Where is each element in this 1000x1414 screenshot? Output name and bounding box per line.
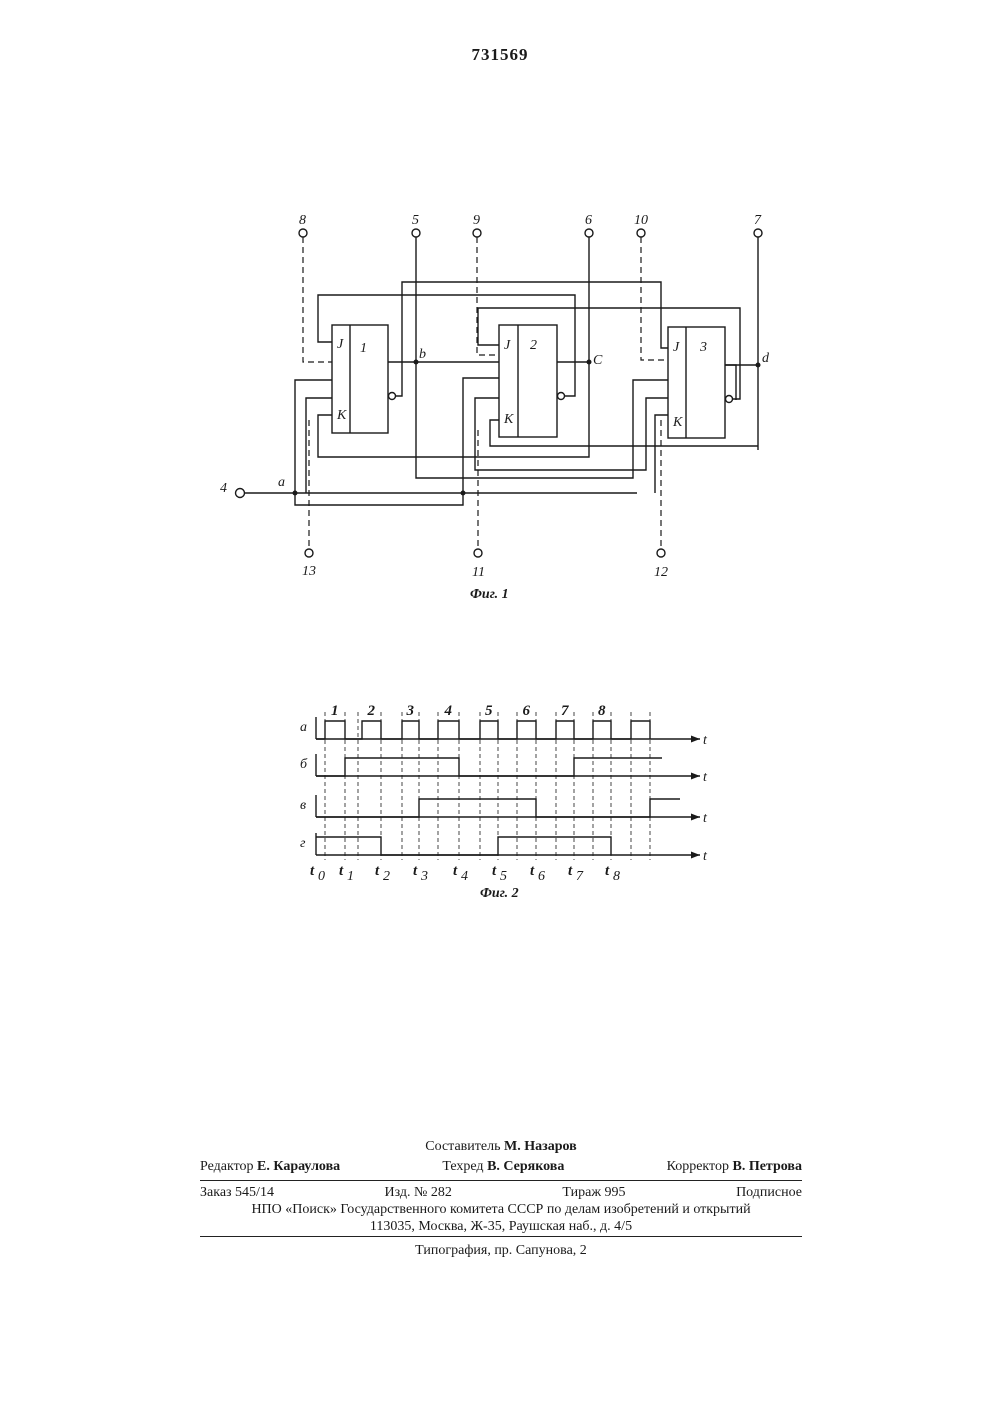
pulse-label-1: 1 (331, 703, 339, 719)
editor-label: Редактор (200, 1159, 254, 1174)
pulse-label-6: 6 (523, 703, 531, 719)
time-label-6: t (530, 863, 535, 879)
time-label-1: t (339, 863, 344, 879)
axis-t-label: t (703, 849, 708, 864)
block2-k-label: K (503, 412, 514, 427)
block3-j-label: J (673, 340, 680, 355)
time-label-2: t (375, 863, 380, 879)
time-label-4: t (453, 863, 458, 879)
axis-t-label: t (703, 811, 708, 826)
block3-number: 3 (699, 340, 707, 355)
pulse-label-2: 2 (367, 703, 376, 719)
time-subscript-0: 0 (318, 869, 325, 884)
subscription: Подписное (736, 1184, 802, 1202)
block2-number: 2 (530, 338, 537, 353)
pulse-label-3: 3 (406, 703, 415, 719)
waveform-g (316, 837, 611, 855)
row-label-3: г (300, 836, 306, 851)
org-line: НПО «Поиск» Государственного комитета СС… (200, 1201, 802, 1219)
time-subscript-1: 1 (347, 869, 354, 884)
time-label-0: t (310, 863, 315, 879)
arrow-head (691, 736, 700, 743)
corrector-name: В. Петрова (732, 1159, 802, 1174)
node-c-label: C (593, 353, 603, 368)
block2-j-label: J (504, 338, 511, 353)
block1-j-label: J (337, 337, 344, 352)
waveform-b (316, 758, 662, 776)
divider-2 (200, 1236, 802, 1237)
pulse-label-4: 4 (444, 703, 453, 719)
time-label-5: t (492, 863, 497, 879)
printing-line: Типография, пр. Сапунова, 2 (200, 1242, 802, 1260)
compiler-line: Составитель М. Назаров (200, 1138, 802, 1156)
time-label-3: t (413, 863, 418, 879)
row-label-0: a (300, 720, 307, 735)
terminal-4-label: 4 (220, 481, 227, 496)
circulation: Тираж 995 (562, 1184, 625, 1202)
terminal-5-label: 5 (412, 213, 419, 228)
time-subscript-4: 4 (461, 869, 468, 884)
staff-line: Редактор Е. Караулова Техред В. Серякова… (200, 1158, 802, 1176)
arrow-head (691, 773, 700, 780)
pulse-label-8: 8 (598, 703, 606, 719)
order-line: Заказ 545/14 Изд. № 282 Тираж 995 Подпис… (200, 1184, 802, 1202)
time-subscript-8: 8 (613, 869, 620, 884)
terminal-13-label: 13 (302, 564, 316, 579)
block1-number: 1 (360, 341, 367, 356)
time-subscript-3: 3 (420, 869, 428, 884)
axis-t-label: t (703, 733, 708, 748)
editor-name: Е. Караулова (257, 1159, 340, 1174)
time-subscript-6: 6 (538, 869, 545, 884)
terminal-9-label: 9 (473, 213, 480, 228)
node-b-label: b (419, 347, 426, 362)
pulse-label-7: 7 (561, 703, 569, 719)
time-subscript-7: 7 (576, 869, 584, 884)
fig2-caption: Фиг. 2 (480, 886, 519, 901)
compiler-label: Составитель (425, 1139, 500, 1154)
terminal-8-label: 8 (299, 213, 306, 228)
imprint-block: Составитель М. Назаров Редактор Е. Карау… (200, 1138, 802, 1268)
fig2-timing-diagram: tatбtвtг12345678t0t1t2t3t4t5t6t7t8 (300, 703, 708, 884)
terminal-10-label: 10 (634, 213, 648, 228)
corrector-label: Корректор (667, 1159, 729, 1174)
time-subscript-2: 2 (383, 869, 390, 884)
axis-t-label: t (703, 770, 708, 785)
waveform-v (316, 799, 680, 817)
issue-number: Изд. № 282 (385, 1184, 452, 1202)
node-d-label: d (762, 351, 770, 366)
pulse-label-5: 5 (485, 703, 493, 719)
row-label-1: б (300, 757, 308, 772)
arrow-head (691, 852, 700, 859)
row-label-2: в (300, 798, 306, 813)
node-a-label: a (278, 475, 285, 490)
address-line: 113035, Москва, Ж-35, Раушская наб., д. … (200, 1218, 802, 1236)
fig1-caption: Фиг. 1 (470, 587, 509, 602)
block3-k-label: K (672, 415, 683, 430)
time-subscript-5: 5 (500, 869, 507, 884)
time-label-8: t (605, 863, 610, 879)
tech-name: В. Серякова (487, 1159, 564, 1174)
clock-waveform (316, 721, 650, 739)
arrow-head (691, 814, 700, 821)
time-label-7: t (568, 863, 573, 879)
tech-label: Техред (442, 1159, 483, 1174)
terminal-12-label: 12 (654, 565, 668, 580)
divider-1 (200, 1180, 802, 1181)
terminal-7-label: 7 (754, 213, 762, 228)
terminal-11-label: 11 (472, 565, 485, 580)
block1-k-label: K (336, 408, 347, 423)
order-number: Заказ 545/14 (200, 1184, 274, 1202)
compiler-name: М. Назаров (504, 1139, 577, 1154)
terminal-6-label: 6 (585, 213, 592, 228)
